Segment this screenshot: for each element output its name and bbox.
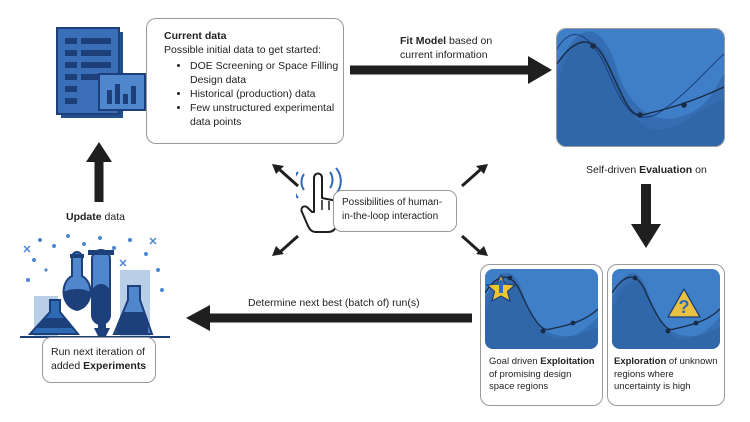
run-line2: added Experiments — [51, 360, 147, 372]
exploration-card: ? Exploration of unknown regions where u… — [607, 264, 725, 406]
exploitation-card: Goal driven Exploitation of promising de… — [480, 264, 603, 406]
current-data-intro: Possible initial data to get started: — [164, 44, 322, 56]
exploration-line2: regions where — [614, 368, 674, 380]
human-loop-line1: Possibilities of human- — [342, 197, 443, 208]
list-item: Historical (production) data — [190, 87, 342, 101]
list-item: Few unstructured experimental data point… — [190, 101, 342, 129]
arrow-up-update — [86, 142, 112, 202]
update-data-label: Update data — [66, 211, 125, 223]
question-warning-icon: ? — [667, 288, 701, 318]
lab-flasks-icon — [20, 234, 170, 338]
fit-model-plot — [556, 28, 725, 147]
exploration-line1: Exploration of unknown — [614, 356, 718, 367]
run-experiments-box: Run next iteration of added Experiments — [42, 337, 156, 383]
human-loop-arrows — [272, 164, 488, 256]
current-data-box: Current data Possible initial data to ge… — [146, 18, 344, 144]
human-loop-box: Possibilities of human- in-the-loop inte… — [333, 190, 457, 232]
exploration-line3: uncertainty is high — [614, 381, 691, 392]
exploitation-line2: of promising design — [489, 368, 572, 380]
determine-label: Determine next best (batch of) run(s) — [248, 297, 420, 309]
svg-text:?: ? — [679, 297, 690, 317]
evaluation-label: Self-driven Evaluation on — [586, 164, 707, 176]
human-loop-line2: in-the-loop interaction — [342, 211, 439, 222]
run-line1: Run next iteration of — [51, 346, 145, 358]
exploitation-line1: Goal driven Exploitation — [489, 356, 595, 367]
star-up-arrow-icon — [485, 273, 517, 303]
exploitation-line3: space regions — [489, 381, 549, 392]
arrow-down-to-evaluation — [631, 184, 661, 248]
document-chart-icon — [56, 27, 146, 118]
fit-model-label: Fit Model based on current information — [400, 35, 493, 61]
arrow-right-to-model — [350, 56, 552, 84]
arrow-left-to-experiments — [186, 305, 472, 331]
list-item: DOE Screening or Space Filling Design da… — [190, 59, 342, 87]
current-data-title: Current data — [164, 30, 227, 42]
